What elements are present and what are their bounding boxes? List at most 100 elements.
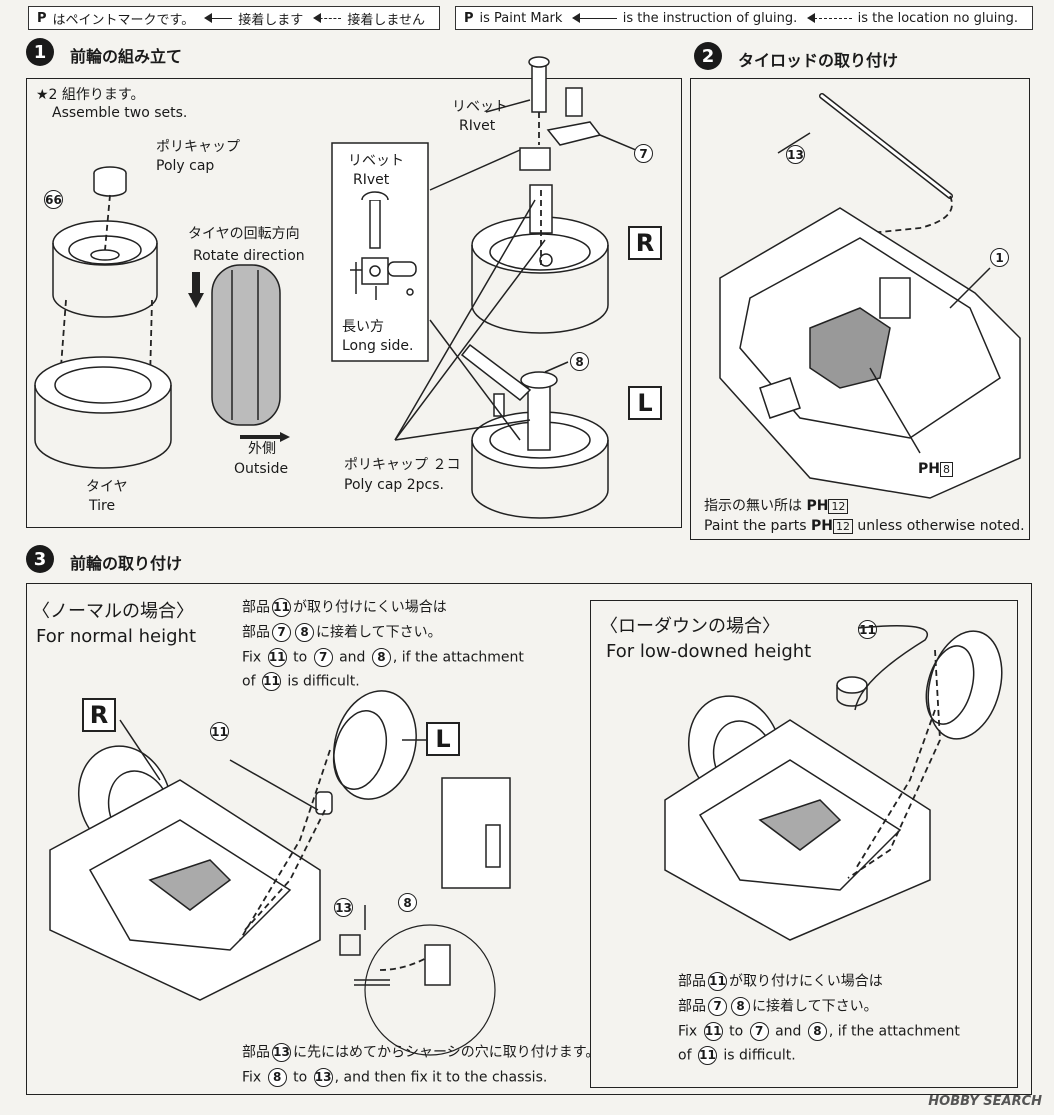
ph-icon-3: PH [810,518,833,534]
rivet-label-en: RIvet [459,118,496,134]
lowdown-part-11-inline: 11 [708,972,727,991]
step2-note-en-text-b: unless otherwise noted. [857,518,1025,534]
step3-number: 3 [26,545,54,573]
left-badge-step3: L [426,722,460,756]
step1-panel [26,78,682,528]
glue-arrow-icon [204,12,233,23]
fit-jp-b: に先にはめてからシャーシの穴に取り付けます。 [293,1044,600,1061]
step3-fit-en: Fix 8 to 13, and then fix it to the chas… [242,1068,547,1088]
step2-number: 2 [694,42,722,70]
diff-en-and: and [339,649,366,666]
lowdown-diff-en-to: to [729,1023,744,1040]
polycap2-label-jp: ポリキャップ ２コ [344,457,461,473]
diff-jp-c: 部品 [242,624,270,641]
part-13-badge-step3: 13 [334,898,353,917]
paint-mark-icon-en: P [464,10,474,26]
step3-panel [26,583,1032,1095]
lowdown-diff-en-of: of [678,1047,692,1064]
outside-label-en: Outside [234,461,289,477]
diff-jp-d: に接着して下さい。 [316,624,442,641]
step2-chassis-drawing [719,93,1021,499]
diff-en-if: , if the attachment [392,649,524,666]
step3-normal-drawing [49,690,511,1056]
legend-glue-text: 接着します [238,12,304,28]
lowdown-part-8-inline: 8 [731,997,750,1016]
part-13-badge: 13 [786,145,805,164]
part-11-inline-3: 11 [261,672,281,691]
lowdown-diff-jp-b: が取り付けにくい場合は [729,973,883,990]
diff-en-is: is difficult. [287,673,360,690]
diff-en-of: of [242,673,256,690]
part-13-inline-2: 13 [313,1068,333,1087]
fit-en-rest: , and then fix it to the chassis. [334,1069,548,1086]
step2-panel [690,78,1030,540]
legend-japanese: P はペイントマークです。 接着します 接着しません [28,6,440,30]
ph8-number: 8 [939,462,953,477]
tire-label-jp: タイヤ [86,479,128,495]
lowdown-part-11-inline-3: 11 [697,1046,717,1065]
ph12-number: 12 [828,499,849,514]
fit-en-fix: Fix [242,1069,262,1086]
tire-label-en: Tire [89,498,116,514]
diff-en-fix: Fix [242,649,262,666]
part-8-badge-step3: 8 [398,893,417,912]
outside-label-jp: 外側 [248,441,276,457]
rivet2-label-jp: リベット [348,153,404,169]
diff-en-to: to [293,649,308,666]
noglue-arrow-icon [313,12,342,23]
step3-lowdown-drawing [664,624,1003,941]
lowdown-diff-en-1: Fix 11 to 7 and 8, if the attachment [678,1022,960,1042]
watermark: HOBBY SEARCH [928,1094,1042,1109]
right-badge: R [628,226,662,260]
step1-note-en: Assemble two sets. [52,105,188,121]
diff-jp-a: 部品 [242,599,270,616]
noglue-arrow-icon-en [807,12,852,23]
part-8-inline-2: 8 [371,648,391,667]
left-badge: L [628,386,662,420]
lowdown-diff-en-and: and [775,1023,802,1040]
legend-glue-text-en: is the instruction of gluing. [622,10,798,26]
lowdown-diff-en-if: , if the attachment [828,1023,960,1040]
lowdown-part-7-inline-2: 7 [749,1022,769,1041]
lowdown-part-8-inline-2: 8 [807,1022,827,1041]
part-66-badge: 66 [44,190,63,209]
step1-title: 前輪の組み立て [70,47,183,66]
normal-height-en: For normal height [36,626,197,647]
lowdown-diff-en-fix: Fix [678,1023,698,1040]
longside-label-en: Long side. [342,338,414,354]
part-11-badge-lowdown: 11 [858,620,877,639]
legend-paint-text-en: is Paint Mark [479,10,563,26]
rotate-label-jp: タイヤの回転方向 [188,226,300,242]
longside-label-jp: 長い方 [342,319,384,335]
rivet2-label-en: RIvet [353,172,390,188]
step3-diff-en-1: Fix 11 to 7 and 8, if the attachment [242,648,524,668]
part-13-inline: 13 [272,1043,291,1062]
part-11-inline-2: 11 [267,648,287,667]
diff-jp-b: が取り付けにくい場合は [293,599,447,616]
polycap-label-en: Poly cap [156,158,215,174]
polycap-label-jp: ポリキャップ [156,139,240,155]
part-11-inline: 11 [272,598,291,617]
part-8-inline: 8 [295,623,314,642]
ph-icon-2: PH [806,498,829,514]
legend-noglue-text: 接着しません [347,12,425,28]
lowdown-part-7-inline: 7 [708,997,727,1016]
part-11-badge: 11 [210,722,229,741]
lowdown-diff-en-2: of 11 is difficult. [678,1046,796,1066]
step1-tire-drawing [34,56,637,519]
rotate-label-en: Rotate direction [193,248,305,264]
step2-title: タイロッドの取り付け [738,51,899,70]
lowdown-panel [590,600,1018,1088]
part-8-badge: 8 [570,352,589,371]
legend-paint-text: はペイントマークです。 [52,12,195,28]
legend-noglue-text-en: is the location no gluing. [857,10,1018,26]
step3-diff-en-2: of 11 is difficult. [242,672,360,692]
step2-note-en-text: Paint the parts [704,518,807,534]
step1-number: 1 [26,38,54,66]
ph-icon: PH [918,461,940,477]
